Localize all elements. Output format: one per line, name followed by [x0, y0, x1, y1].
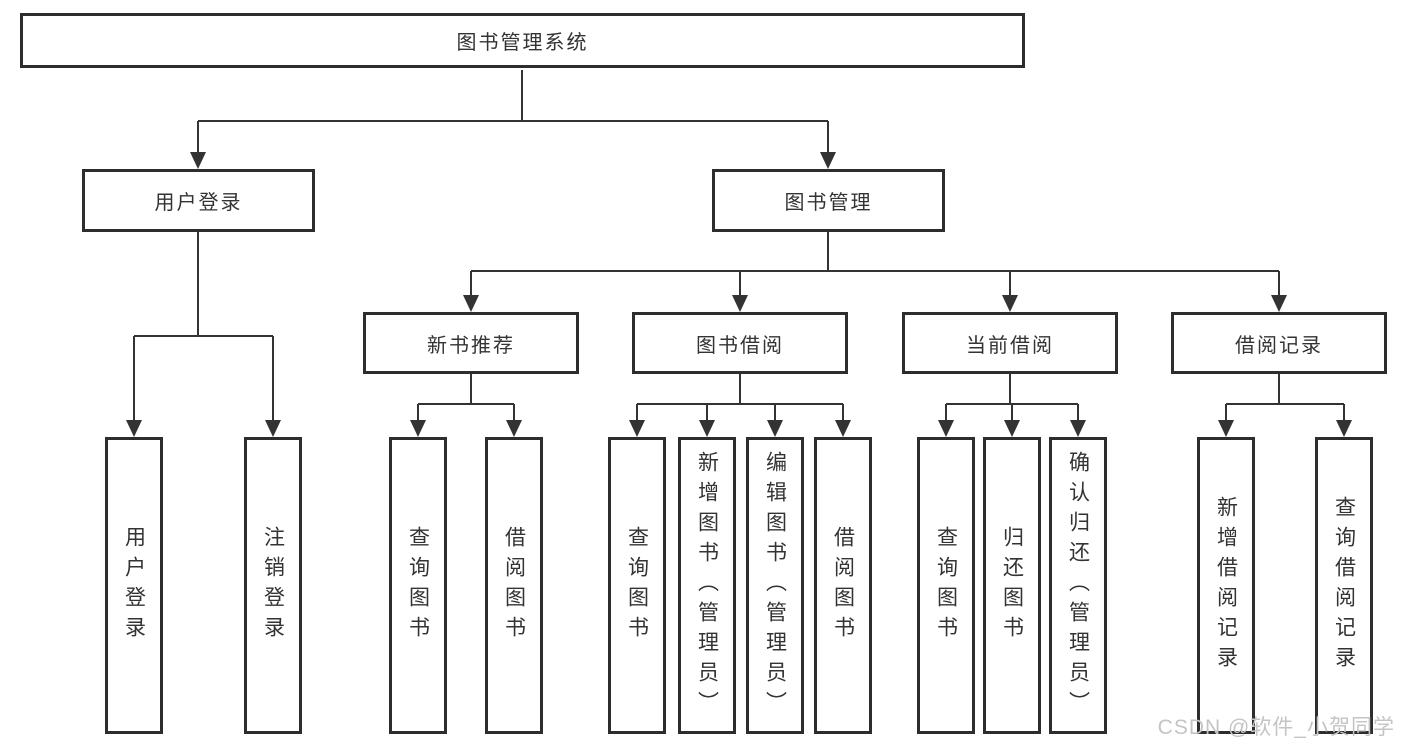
node-user-login: 用户登录 — [82, 169, 315, 232]
leaf-current-query-books-label: 查询图书 — [934, 525, 958, 646]
leaf-current-confirm-return-admin: 确认归还（管理员） — [1049, 437, 1107, 734]
leaf-borrowing-borrow-books: 借阅图书 — [814, 437, 872, 734]
leaf-user-login: 用户登录 — [105, 437, 163, 734]
node-root-system: 图书管理系统 — [20, 13, 1025, 68]
edge-borrow-to-leaves — [636, 374, 844, 426]
node-borrow-records: 借阅记录 — [1171, 312, 1387, 374]
leaf-current-return-books: 归还图书 — [983, 437, 1041, 734]
leaf-borrowing-add-books-admin-label: 新增图书（管理员） — [695, 450, 719, 721]
node-book-borrowing: 图书借阅 — [632, 312, 848, 374]
edge-userlogin-to-leaves — [133, 232, 274, 426]
node-book-management-label: 图书管理 — [784, 192, 873, 214]
edge-bookmgmt-to-level3 — [470, 232, 1280, 301]
leaf-newbook-query-books: 查询图书 — [389, 437, 447, 734]
node-book-management: 图书管理 — [712, 169, 945, 232]
leaf-newbook-borrow-books: 借阅图书 — [485, 437, 543, 734]
node-borrow-records-label: 借阅记录 — [1235, 334, 1323, 357]
leaf-borrowing-query-books-label: 查询图书 — [625, 525, 649, 646]
leaf-records-add-record: 新增借阅记录 — [1197, 437, 1255, 734]
edge-record-to-leaves — [1225, 374, 1345, 426]
leaf-records-query-record: 查询借阅记录 — [1315, 437, 1373, 734]
node-current-borrowing: 当前借阅 — [902, 312, 1118, 374]
leaf-current-query-books: 查询图书 — [917, 437, 975, 734]
edge-current-to-leaves — [945, 374, 1079, 426]
node-user-login-label: 用户登录 — [154, 192, 243, 214]
node-new-book-recommend: 新书推荐 — [363, 312, 579, 374]
arrowheads — [126, 152, 1352, 437]
leaf-logout: 注销登录 — [244, 437, 302, 734]
node-current-borrowing-label: 当前借阅 — [966, 334, 1054, 357]
leaf-current-confirm-return-admin-label: 确认归还（管理员） — [1066, 450, 1090, 721]
leaf-user-login-label: 用户登录 — [122, 525, 146, 646]
leaf-records-add-record-label: 新增借阅记录 — [1214, 495, 1238, 676]
leaf-borrowing-query-books: 查询图书 — [608, 437, 666, 734]
node-book-borrowing-label: 图书借阅 — [696, 334, 784, 357]
leaf-borrowing-borrow-books-label: 借阅图书 — [831, 525, 855, 646]
leaf-newbook-borrow-books-label: 借阅图书 — [502, 525, 526, 646]
leaf-borrowing-add-books-admin: 新增图书（管理员） — [678, 437, 736, 734]
leaf-records-query-record-label: 查询借阅记录 — [1332, 495, 1356, 676]
node-new-book-recommend-label: 新书推荐 — [427, 334, 515, 357]
leaf-current-return-books-label: 归还图书 — [1000, 525, 1024, 646]
node-root-label: 图书管理系统 — [456, 32, 589, 54]
leaf-newbook-query-books-label: 查询图书 — [406, 525, 430, 646]
edge-root-to-level2 — [197, 70, 829, 158]
leaf-borrowing-edit-books-admin-label: 编辑图书（管理员） — [763, 450, 787, 721]
leaf-borrowing-edit-books-admin: 编辑图书（管理员） — [746, 437, 804, 734]
leaf-logout-label: 注销登录 — [261, 525, 285, 646]
edge-newbook-to-leaves — [417, 374, 515, 426]
